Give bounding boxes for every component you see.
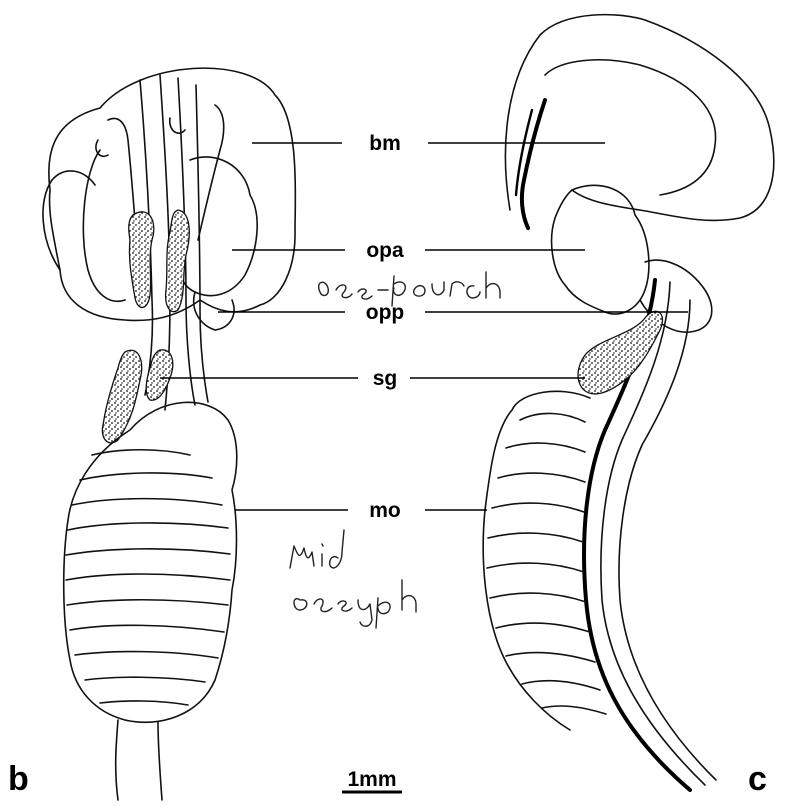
label-opa: opa	[366, 239, 404, 262]
leader-lines	[160, 143, 688, 510]
salivary-gland-c	[578, 311, 662, 394]
panel-label-b: b	[8, 760, 29, 798]
panel-label-c: c	[748, 760, 767, 798]
posterior-tube-left-b	[116, 720, 118, 800]
mid-oesophagus-rings-b	[66, 450, 230, 705]
oesophageal-pouch-b	[181, 157, 257, 296]
label-sg: sg	[373, 367, 398, 390]
label-opp: opp	[366, 301, 404, 324]
buccal-mass-inner-c	[545, 60, 716, 195]
hook-left-b	[96, 140, 108, 156]
label-bm: bm	[369, 132, 401, 155]
buccal-mass-outline-c	[505, 15, 773, 221]
posterior-tube-right-b	[158, 722, 162, 800]
duct-right-b	[198, 105, 224, 240]
inner-left-lobe-b	[83, 150, 125, 301]
salivary-gland-left-upper-b	[129, 212, 154, 308]
mid-oesophagus-outline-c	[483, 391, 590, 730]
buccal-duct-c	[522, 100, 545, 228]
salivary-gland-left-lower-b	[102, 350, 141, 443]
drawing-c	[483, 15, 774, 790]
label-mo: mo	[369, 499, 401, 522]
hook-right-b	[170, 118, 185, 133]
scale-bar-label: 1mm	[347, 768, 396, 791]
handwritten-oes-pouch	[319, 272, 500, 306]
oesophagus-tube-4-b	[196, 85, 208, 402]
mid-oesophagus-ridges-c	[487, 413, 606, 714]
drawing-b	[43, 68, 295, 800]
handwritten-mid-oesoph	[290, 530, 416, 628]
